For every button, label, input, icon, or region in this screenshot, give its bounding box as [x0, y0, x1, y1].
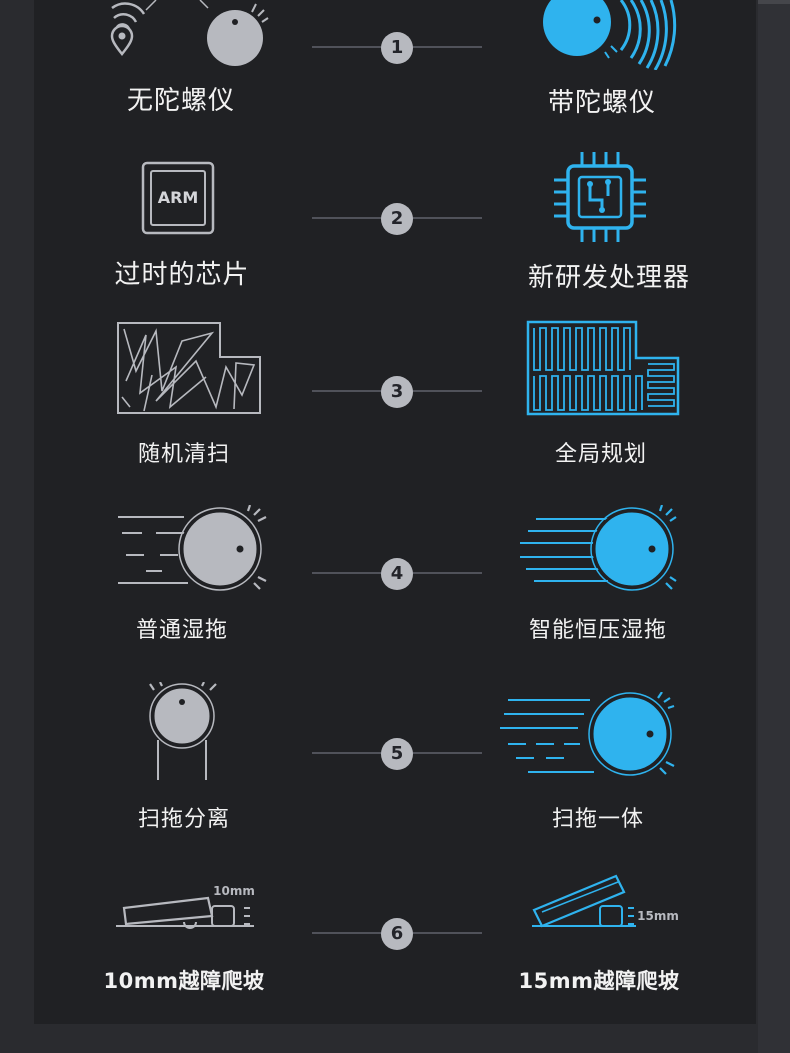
connector-5: 5: [312, 738, 482, 770]
right-label-3: 全局规划: [554, 442, 648, 467]
separate-mop-icon: [149, 682, 217, 780]
connector-1: 1: [312, 32, 482, 64]
step-number-2: 2: [381, 203, 413, 235]
left-label-2: 过时的芯片: [114, 260, 250, 290]
climb-10mm-icon: [116, 896, 254, 929]
step-number-3: 3: [381, 376, 413, 408]
wifi-location-robot-icon: [110, 0, 269, 66]
left-label-4: 普通湿拖: [135, 618, 229, 643]
pressure-mop-robot-icon: [520, 505, 677, 591]
connector-2: 2: [312, 203, 482, 235]
connector-6: 6: [312, 918, 482, 950]
step-number-4: 4: [381, 558, 413, 590]
step-number-6: 6: [381, 918, 413, 950]
integrated-mop-icon: [500, 692, 675, 776]
side-strip: [758, 0, 790, 1053]
random-path-map-icon: [117, 322, 261, 414]
arm-chip-text: ARM: [157, 188, 199, 207]
step-number-5: 5: [381, 738, 413, 770]
mop-robot-icon: [118, 505, 267, 591]
side-strip-top: [758, 0, 790, 4]
climb-15mm-icon: [532, 874, 636, 928]
right-label-2: 新研发处理器: [527, 263, 691, 293]
right-label-6: 15mm越障爬坡: [518, 969, 680, 993]
connector-4: 4: [312, 558, 482, 590]
connector-3: 3: [312, 376, 482, 408]
left-label-5: 扫拖分离: [137, 807, 231, 832]
right-label-5: 扫拖一体: [551, 807, 645, 832]
left-measure: 10mm: [213, 884, 255, 898]
planned-path-map-icon: [526, 320, 680, 416]
right-label-1: 带陀螺仪: [547, 88, 657, 118]
arm-chip-icon: [141, 161, 215, 235]
processor-chip-icon: [554, 152, 646, 242]
right-measure: 15mm: [637, 909, 679, 923]
left-label-1: 无陀螺仪: [126, 86, 236, 116]
right-label-4: 智能恒压湿拖: [528, 618, 668, 643]
left-label-3: 随机清扫: [137, 442, 231, 467]
left-label-6: 10mm越障爬坡: [103, 969, 265, 993]
gyroscope-robot-icon: [543, 0, 677, 70]
step-number-1: 1: [381, 32, 413, 64]
